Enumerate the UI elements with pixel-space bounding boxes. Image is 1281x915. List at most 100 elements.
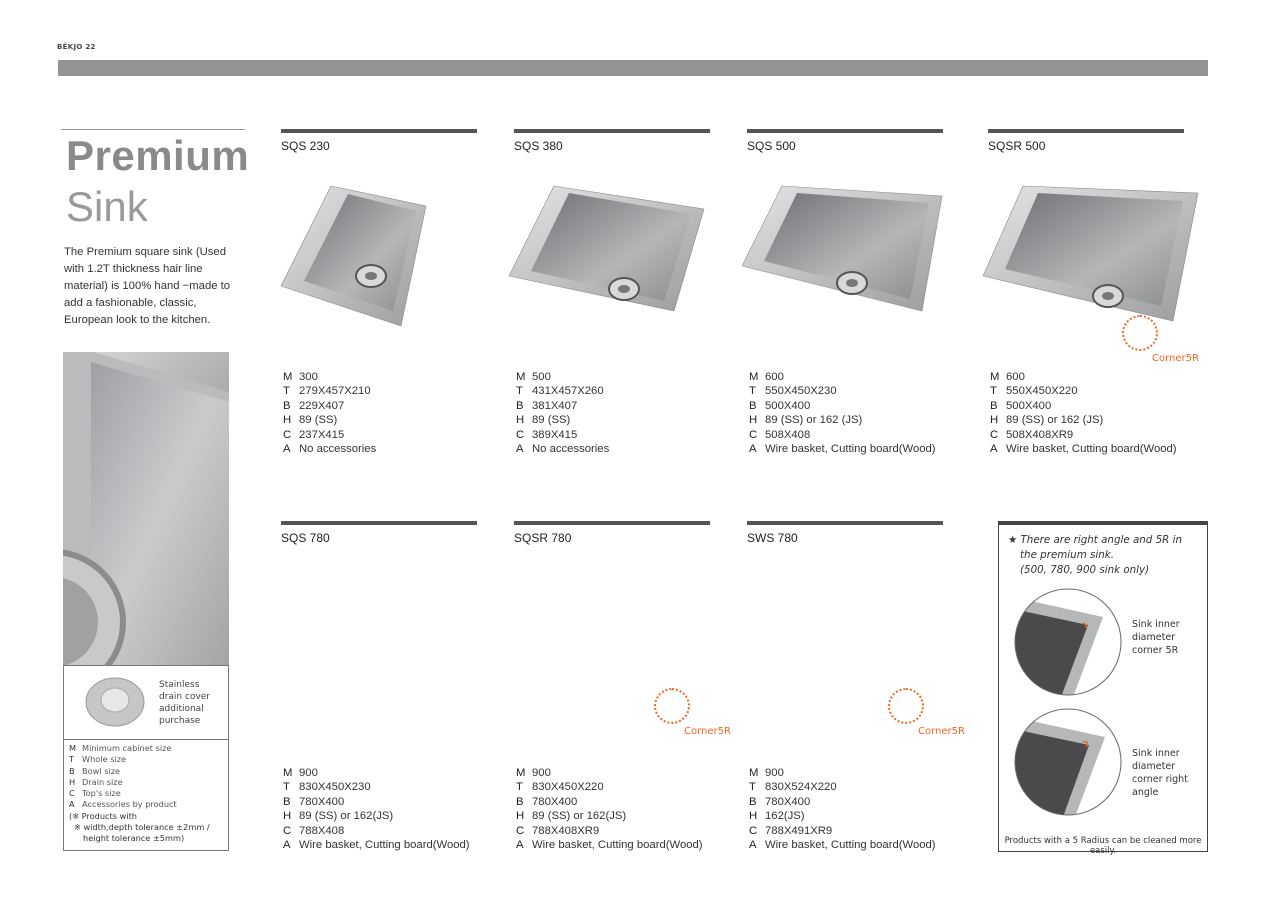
product-name: SQSR 500 [988,139,1046,153]
corner-label: Corner5R [918,726,965,737]
drain-cover-box: Stainless drain cover additional purchas… [63,665,229,740]
spec-key: B [516,795,524,808]
corner-highlight-circle [888,688,924,724]
corner-label: Corner5R [684,726,731,737]
corner-highlight-circle [654,688,690,724]
corner-5r-label: Sink inner diameter corner 5R [1132,619,1180,656]
spec-key: T [749,385,756,398]
sink-image [742,103,962,323]
spec-key: A [749,443,757,456]
divider [61,129,245,130]
sink-image [742,185,943,312]
product-card: SQSR 500 [988,129,1184,153]
product-name: SQS 500 [747,139,796,153]
spec-key: M [516,767,526,779]
sink-image [280,185,427,327]
product-heading-bar [514,521,710,525]
sink-image [509,185,705,312]
product-card: SQS 380 [514,129,710,153]
spec-key: M [283,767,293,779]
spec-key: C [516,824,525,837]
product-name: SQS 780 [281,531,330,545]
product-heading-bar [747,129,943,133]
spec-key: A [516,443,524,456]
spec-key: B [990,399,998,412]
product-card: SQSR 780 [514,521,710,545]
spec-key: C [990,428,999,441]
legend-note: height tolerance ±5mm) [83,833,185,844]
corner-footer: Products with a 5 Radius can be cleaned … [1004,836,1202,856]
spec-key: H [516,810,525,823]
drain-cover-image [85,677,145,727]
spec-key: T [516,781,523,794]
brand-logo: BĚKJO 22 [57,43,96,51]
spec-key: T [749,781,756,794]
corner-info-box: ★ There are right angle and 5R in the pr… [998,521,1208,856]
product-heading-bar [988,129,1184,133]
product-heading-bar [514,129,710,133]
product-heading-bar [281,521,477,525]
legend-note: ※ width,depth tolerance ±2mm / [74,822,210,833]
legend-note: (※ Products with [69,810,137,821]
spec-key: H [516,414,525,427]
sink-image [276,103,496,323]
corner-highlight-circle [1122,315,1158,351]
spec-key: H [749,414,758,427]
page-subtitle: Sink [66,183,148,230]
sink-image [983,185,1199,322]
spec-key: B [283,399,291,412]
corner-right-angle-image [1014,708,1122,816]
product-heading-bar [747,521,943,525]
spec-key: T [283,385,290,398]
spec-key: M [516,371,526,383]
spec-key: M [749,767,759,779]
spec-key: T [283,781,290,794]
spec-key: H [749,810,758,823]
spec-key: A [283,839,291,852]
page-number: 22 [85,43,96,51]
spec-key: M [990,371,1000,383]
spec-key: B [749,399,757,412]
spec-key: C [749,428,758,441]
spec-key: A [283,443,291,456]
sink-closeup-photo [63,352,229,665]
spec-key: C [749,824,758,837]
corner-label: Corner5R [1152,353,1199,364]
product-heading-bar [281,129,477,133]
